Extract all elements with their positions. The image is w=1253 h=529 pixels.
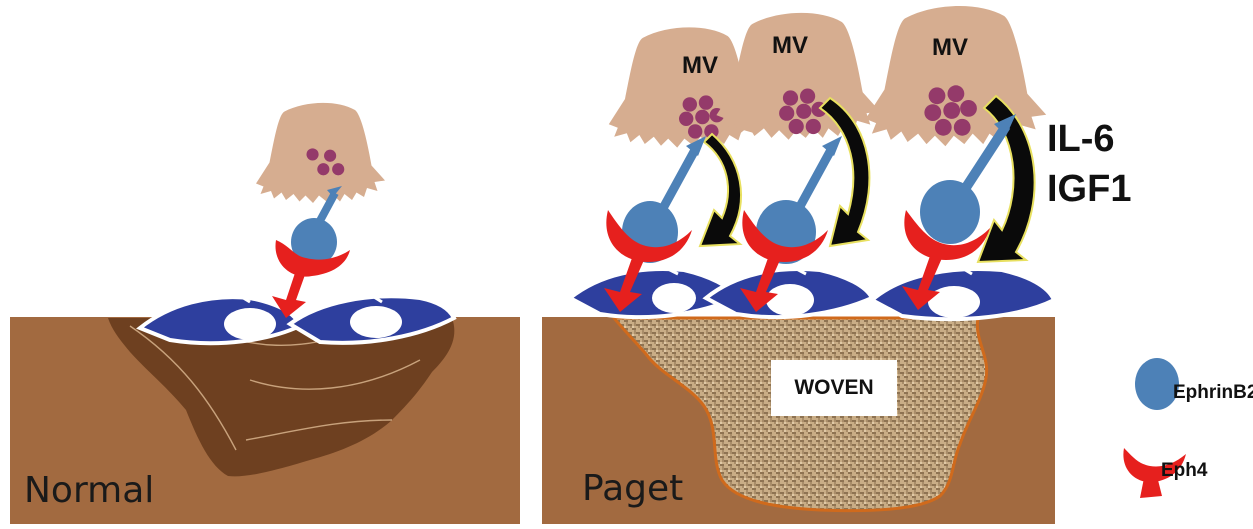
woven-label: WOVEN (794, 376, 873, 400)
osteoclast-label-3: MV (932, 34, 968, 62)
ephrin-eph-normal (272, 186, 350, 318)
normal-panel-label: Normal (24, 470, 154, 511)
paget-panel-label: Paget (582, 468, 683, 509)
osteoclast-label-1: MV (682, 52, 718, 80)
paget-panel: Paget (542, 6, 1055, 524)
cytokine-il6: IL-6 (1047, 118, 1115, 161)
osteoclast-normal (256, 103, 385, 203)
osteoclast-label-2: MV (772, 32, 808, 60)
woven-label-box: WOVEN (771, 360, 897, 416)
osteoblasts-paget (570, 256, 1054, 319)
legend-ephrin-label: EphrinB2 (1173, 382, 1253, 404)
cytokine-igf1: IGF1 (1047, 168, 1131, 211)
legend-eph-label: Eph4 (1161, 460, 1207, 482)
normal-panel: Normal (10, 103, 520, 524)
